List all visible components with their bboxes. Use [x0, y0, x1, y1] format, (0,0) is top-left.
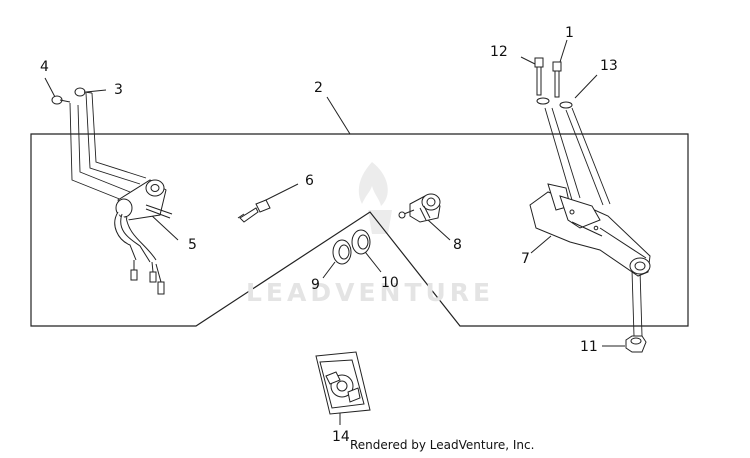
nut-part-11: [625, 335, 647, 353]
wire-routing: [69, 92, 643, 337]
callout-1: 1: [565, 25, 574, 41]
washer-part-10: [351, 229, 371, 255]
flame-logo-watermark: [358, 162, 392, 234]
callout-7: 7: [521, 251, 530, 267]
key-part-6: [237, 199, 271, 223]
screw-part-3: [74, 87, 93, 97]
callout-6: 6: [305, 173, 314, 189]
assembly-outline: [30, 133, 689, 327]
callout-9: 9: [311, 277, 320, 293]
callout-3: 3: [114, 82, 123, 98]
callout-12: 12: [490, 44, 508, 60]
lock-cylinder-part-8: [398, 193, 441, 223]
label-kit-part-14: [315, 351, 371, 415]
watermark-text: LEADVENTURE: [246, 278, 495, 307]
screw-part-4: [51, 95, 71, 105]
ring-nut-part-9: [332, 239, 352, 265]
steering-column-part-7: [529, 183, 651, 277]
bolt-part-1: [552, 61, 573, 109]
callout-5: 5: [188, 237, 197, 253]
callout-10: 10: [381, 275, 399, 291]
callout-14: 14: [332, 429, 350, 445]
callout-11: 11: [580, 339, 598, 355]
bolt-part-12: [534, 57, 550, 105]
render-credit: Rendered by LeadVenture, Inc.: [350, 438, 535, 452]
ignition-switch-part-5: [114, 179, 173, 295]
callout-2: 2: [314, 80, 323, 96]
callout-13: 13: [600, 58, 618, 74]
callout-8: 8: [453, 237, 462, 253]
callout-4: 4: [40, 59, 49, 75]
